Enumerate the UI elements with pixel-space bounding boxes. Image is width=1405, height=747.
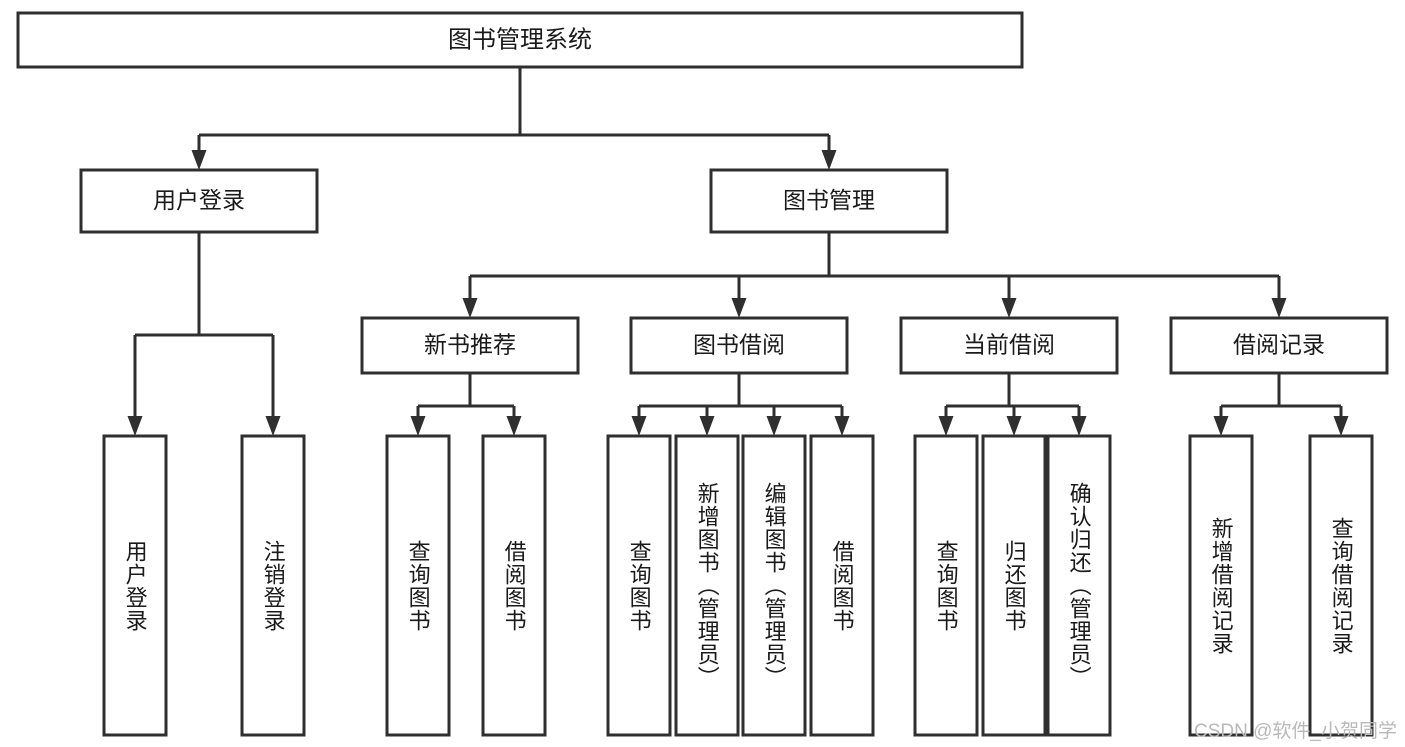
userlogin-to-leaves-drop-1-arrowhead	[265, 416, 281, 436]
level3-3-to-leaves-drop-0-arrowhead	[1213, 416, 1229, 436]
root-node-box[interactable]	[16, 11, 1024, 69]
leaf-node-1-box[interactable]	[240, 434, 306, 737]
bookmgmt-to-level3-drop-1-arrowhead	[731, 298, 747, 318]
level3-0-to-leaves-drop-1-arrowhead	[506, 416, 522, 436]
connector-layer	[127, 67, 1349, 436]
level3-node-0-box[interactable]	[360, 316, 580, 375]
leaf-node-9-box[interactable]	[981, 434, 1047, 737]
level2-node-0-label: 用户登录	[153, 187, 245, 213]
level3-node-2-label: 当前借阅	[963, 332, 1055, 358]
leaf-node-12-box[interactable]	[1308, 434, 1374, 737]
leaf-node-0-box[interactable]	[102, 434, 168, 737]
userlogin-to-leaves-drop-0-arrowhead	[127, 416, 143, 436]
level3-1-to-leaves-drop-2-arrowhead	[766, 416, 782, 436]
level3-2-to-leaves-drop-2-arrowhead	[1071, 416, 1087, 436]
level3-3-to-leaves-drop-1-arrowhead	[1333, 416, 1349, 436]
box-layer	[16, 11, 1389, 737]
bookmgmt-to-level3-drop-0-arrowhead	[462, 298, 478, 318]
level3-1-to-leaves-drop-0-arrowhead	[631, 416, 647, 436]
level2-node-1-box[interactable]	[709, 168, 949, 234]
level2-node-1-label: 图书管理	[783, 187, 875, 213]
leaf-node-8-box[interactable]	[913, 434, 979, 737]
leaf-node-10-box[interactable]	[1046, 434, 1112, 737]
level2-node-0-box[interactable]	[79, 168, 319, 234]
leaf-node-3-box[interactable]	[481, 434, 547, 737]
bookmgmt-to-level3-drop-2-arrowhead	[1001, 298, 1017, 318]
root-to-level2-drop-1-arrowhead	[821, 150, 837, 170]
level3-1-to-leaves-drop-1-arrowhead	[699, 416, 715, 436]
level3-node-1-box[interactable]	[629, 316, 849, 375]
level3-node-0-label: 新书推荐	[424, 332, 516, 358]
level3-2-to-leaves-drop-1-arrowhead	[1006, 416, 1022, 436]
leaf-node-11-box[interactable]	[1188, 434, 1254, 737]
level3-node-1-label: 图书借阅	[693, 332, 785, 358]
level3-node-3-label: 借阅记录	[1233, 332, 1325, 358]
level3-2-to-leaves-drop-0-arrowhead	[938, 416, 954, 436]
leaf-node-5-box[interactable]	[674, 434, 740, 737]
csdn-watermark: CSDN @软件_小贺同学	[1194, 721, 1397, 742]
root-to-level2-drop-0-arrowhead	[191, 150, 207, 170]
leaf-node-7-box[interactable]	[809, 434, 875, 737]
bookmgmt-to-level3-drop-3-arrowhead	[1271, 298, 1287, 318]
level3-node-2-box[interactable]	[899, 316, 1119, 375]
leaf-node-6-box[interactable]	[741, 434, 807, 737]
level3-node-3-box[interactable]	[1169, 316, 1389, 375]
root-node-label: 图书管理系统	[448, 26, 592, 53]
leaf-node-2-box[interactable]	[385, 434, 451, 737]
level3-0-to-leaves-drop-0-arrowhead	[410, 416, 426, 436]
level3-1-to-leaves-drop-3-arrowhead	[834, 416, 850, 436]
leaf-node-4-box[interactable]	[606, 434, 672, 737]
